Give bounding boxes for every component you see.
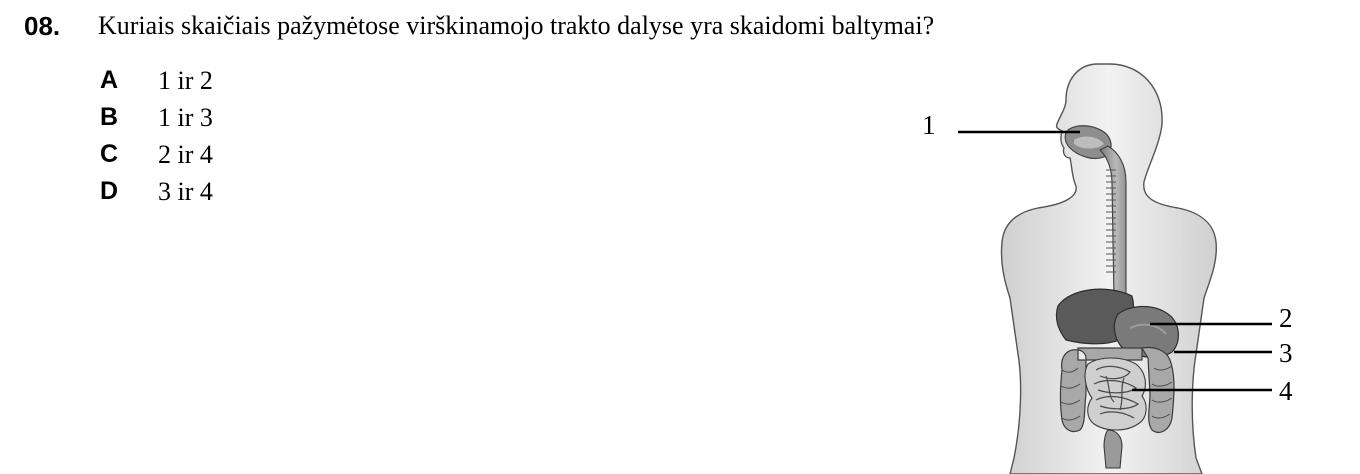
option-text: 1 ir 3 [158, 102, 213, 132]
option-letter: A [100, 66, 119, 94]
option-text: 2 ir 4 [158, 139, 213, 169]
digestive-system-diagram: 1 2 3 4 [922, 63, 1293, 474]
option-text: 1 ir 2 [158, 65, 213, 95]
rectum [1103, 429, 1123, 469]
option-letter: D [100, 177, 119, 205]
figure-label-4: 4 [1279, 376, 1293, 406]
answer-option-b: B 1 ir 3 [100, 99, 213, 136]
option-letter: B [100, 103, 119, 131]
digestive-system-figure: 1 2 3 4 [910, 58, 1310, 474]
question-number: 08. [24, 11, 61, 41]
figure-label-3: 3 [1279, 338, 1293, 368]
option-text: 3 ir 4 [158, 176, 213, 206]
option-letter: C [100, 140, 119, 168]
stomach [1113, 305, 1179, 358]
next-question-cutoff: ​ [24, 462, 724, 474]
figure-label-2: 2 [1279, 303, 1293, 333]
trachea [1106, 169, 1116, 273]
answer-options: A 1 ir 2 B 1 ir 3 C 2 ir 4 D 3 ir 4 [100, 62, 213, 210]
answer-option-a: A 1 ir 2 [100, 62, 213, 99]
question-text: Kuriais skaičiais pažymėtose virškinamoj… [98, 11, 935, 40]
tongue [1074, 136, 1104, 149]
small-intestine [1084, 357, 1147, 431]
answer-option-d: D 3 ir 4 [100, 173, 213, 210]
answer-option-c: C 2 ir 4 [100, 136, 213, 173]
figure-label-1: 1 [922, 110, 936, 140]
